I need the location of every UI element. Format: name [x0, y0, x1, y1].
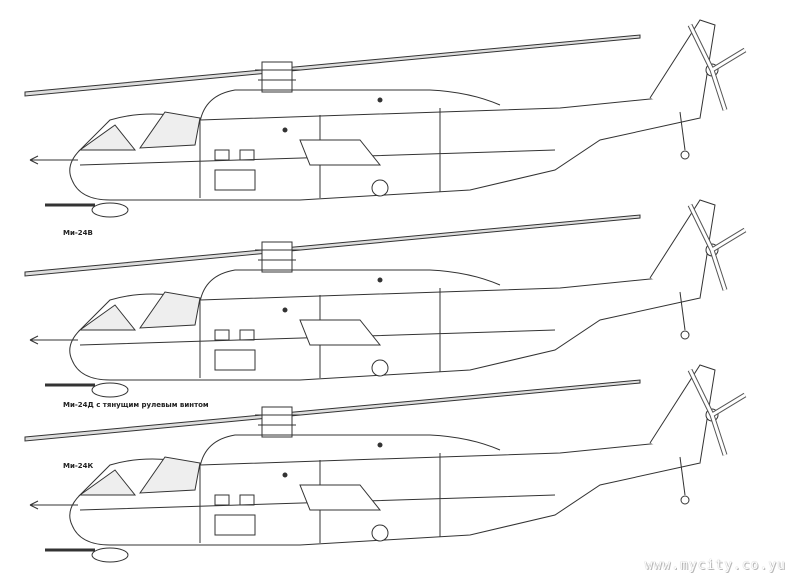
label-mi-24v: Ми-24В: [63, 229, 93, 237]
helicopter-mi-24v: [25, 20, 745, 217]
helicopter-mi-24k: [25, 365, 745, 562]
watermark: www.mycity.co.yu: [644, 558, 786, 573]
helicopter-mi-24d: [25, 200, 745, 397]
label-mi-24k: Ми-24К: [63, 462, 94, 470]
label-mi-24d: Ми-24Д с тянущим рулевым винтом: [63, 401, 209, 409]
